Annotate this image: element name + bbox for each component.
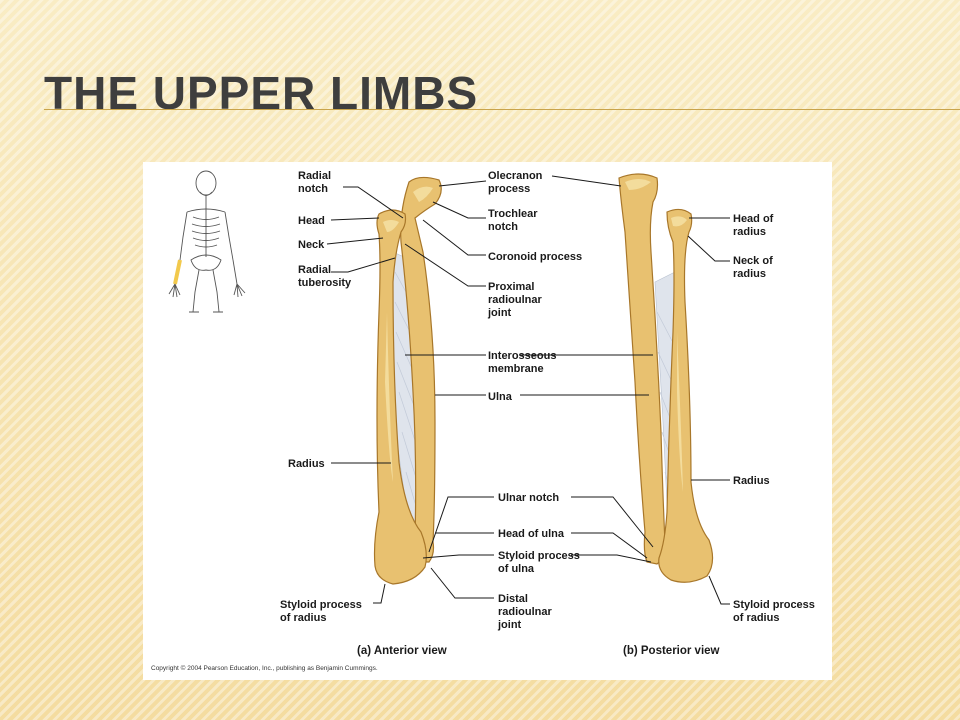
label-olecranon: Olecranon process xyxy=(488,170,545,195)
label-radial-tuberosity: Radial tuberosity xyxy=(298,264,352,289)
forearm-figure: Radial notch Head Neck Radial tuberosity… xyxy=(143,162,832,680)
label-ulnar-notch: Ulnar notch xyxy=(498,492,559,504)
copyright-notice: Copyright © 2004 Pearson Education, Inc.… xyxy=(151,664,378,672)
title-underline xyxy=(44,109,960,110)
ulna-posterior xyxy=(618,173,666,565)
label-radial-notch: Radial notch xyxy=(298,170,334,195)
caption-anterior-view: (a) Anterior view xyxy=(357,645,447,657)
label-styloid-radius-posterior: Styloid process of radius xyxy=(733,599,818,624)
radius-anterior xyxy=(373,209,427,585)
radius-posterior xyxy=(658,208,714,583)
label-head: Head xyxy=(298,215,325,227)
label-radius-posterior: Radius xyxy=(733,475,770,487)
label-neck: Neck xyxy=(298,239,325,251)
slide-title: The Upper Limbs xyxy=(44,67,479,119)
label-styloid-radius-anterior: Styloid process of radius xyxy=(280,599,365,624)
skeleton-thumbnail xyxy=(168,170,246,313)
label-distal-radioulnar-joint: Distal radioulnar joint xyxy=(497,593,555,631)
forearm-diagram: Radial notch Head Neck Radial tuberosity… xyxy=(151,170,818,672)
label-head-of-ulna: Head of ulna xyxy=(498,528,565,540)
label-coronoid-process: Coronoid process xyxy=(488,251,582,263)
label-neck-of-radius: Neck of radius xyxy=(733,255,776,280)
anterior-view xyxy=(373,176,442,585)
highlighted-forearm xyxy=(173,259,182,285)
label-proximal-radioulnar-joint: Proximal radioulnar joint xyxy=(487,281,545,319)
label-trochlear-notch: Trochlear notch xyxy=(488,208,541,233)
posterior-view xyxy=(618,173,714,583)
ulna-anterior xyxy=(400,176,442,563)
label-head-of-radius: Head of radius xyxy=(733,213,776,238)
leader-lines xyxy=(326,175,730,605)
label-interosseous-membrane: Interosseous membrane xyxy=(488,350,560,375)
label-ulna: Ulna xyxy=(488,391,513,403)
label-styloid-ulna: Styloid process of ulna xyxy=(498,550,583,575)
label-radius-anterior: Radius xyxy=(288,458,325,470)
caption-posterior-view: (b) Posterior view xyxy=(623,645,720,657)
